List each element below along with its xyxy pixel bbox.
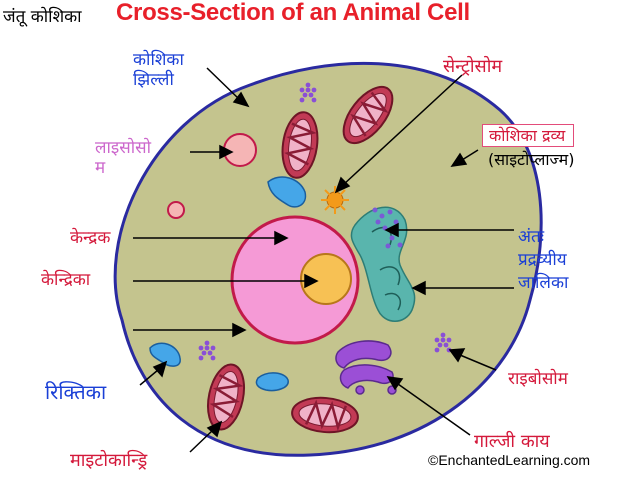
title-hindi: जंतू कोशिका: [3, 7, 82, 27]
label-lysosome: लाइसोसो म: [95, 138, 151, 179]
nucleolus: [300, 253, 352, 305]
vacuole: [255, 372, 289, 392]
label-cytoplasm-line2: (साइटोप्लाज्म): [488, 150, 575, 170]
label-golgi: गाल्जी काय: [474, 431, 550, 452]
label-cell-membrane-line2: झिल्ली: [133, 70, 174, 91]
er-ribosome-dots: [372, 207, 403, 249]
endoplasmic-reticulum: [350, 206, 416, 322]
label-er-line1: अंतः: [518, 227, 545, 247]
pointer-lines: [133, 67, 514, 453]
credit-text: ©EnchantedLearning.com: [428, 452, 591, 468]
label-centrosome: सेन्ट्रोसोम: [443, 56, 503, 77]
label-ribosome: राइबोसोम: [508, 369, 568, 389]
label-nucleolus: केन्द्रिका: [41, 270, 91, 290]
label-nucleus: केन्द्रक: [70, 228, 111, 248]
label-cytoplasm-line1: कोशिका द्रव्य: [482, 124, 575, 148]
centrosome: [321, 186, 349, 214]
label-er-line3: जालिका: [518, 272, 569, 293]
label-er-line2: प्रद्रव्यीय: [518, 249, 567, 270]
vacuole: [267, 176, 307, 208]
title-english: Cross-Section of an Animal Cell: [116, 0, 470, 26]
label-lysosome-line1: लाइसोसो: [95, 138, 152, 158]
label-cell-membrane: कोशिका झिल्ली: [133, 50, 184, 91]
label-cell-membrane-line1: कोशिका: [133, 50, 184, 70]
nucleus: [230, 215, 360, 345]
label-vacuole: रिक्तिका: [45, 380, 107, 404]
vacuole: [149, 342, 181, 367]
label-endoplasmic-reticulum: अंतः प्रद्रव्यीय जालिका: [518, 226, 568, 295]
label-mitochondria: माइटोकान्ड्रि: [70, 450, 148, 471]
label-lysosome-line2: म: [95, 158, 106, 179]
lysosome: [167, 201, 185, 219]
label-cytoplasm: कोशिका द्रव्य (साइटोप्लाज्म): [482, 124, 575, 170]
